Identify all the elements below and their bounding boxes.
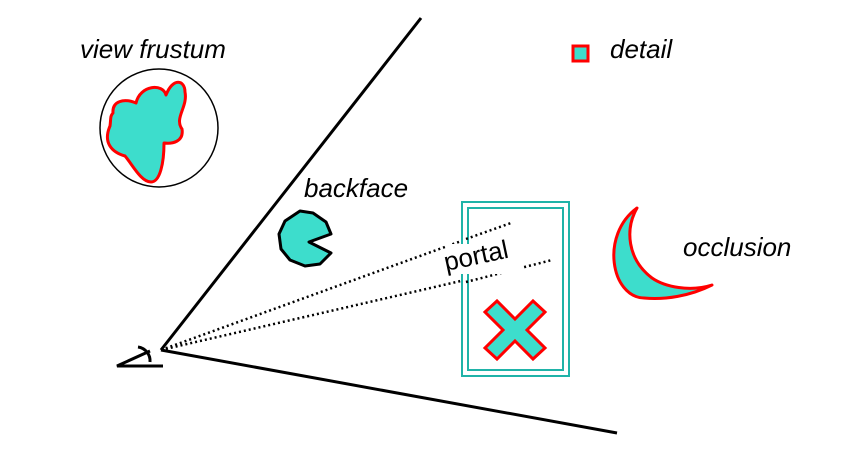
- view-frustum-label: view frustum: [80, 34, 226, 64]
- portal-sight-line-lower: [160, 258, 553, 352]
- occlusion-crescent: [612, 206, 714, 300]
- view-frustum-example: [99, 68, 219, 188]
- backface-label: backface: [304, 173, 408, 203]
- portal-x-shape: [482, 298, 548, 362]
- frustum-upper-edge: [159, 17, 423, 351]
- detail-square-icon: [571, 44, 590, 63]
- detail-label: detail: [610, 34, 673, 64]
- occlusion-label: occlusion: [683, 232, 791, 262]
- eye-icon: [116, 345, 163, 368]
- view-frustum-circle: [99, 68, 219, 188]
- frustum-lower-edge: [160, 348, 618, 435]
- backface-shape: [277, 209, 333, 268]
- view-frustum-blob: [105, 80, 187, 184]
- portal-sight-line-upper: [160, 221, 512, 352]
- portal-frame: [461, 201, 570, 377]
- portal-label-backdrop: [446, 244, 522, 274]
